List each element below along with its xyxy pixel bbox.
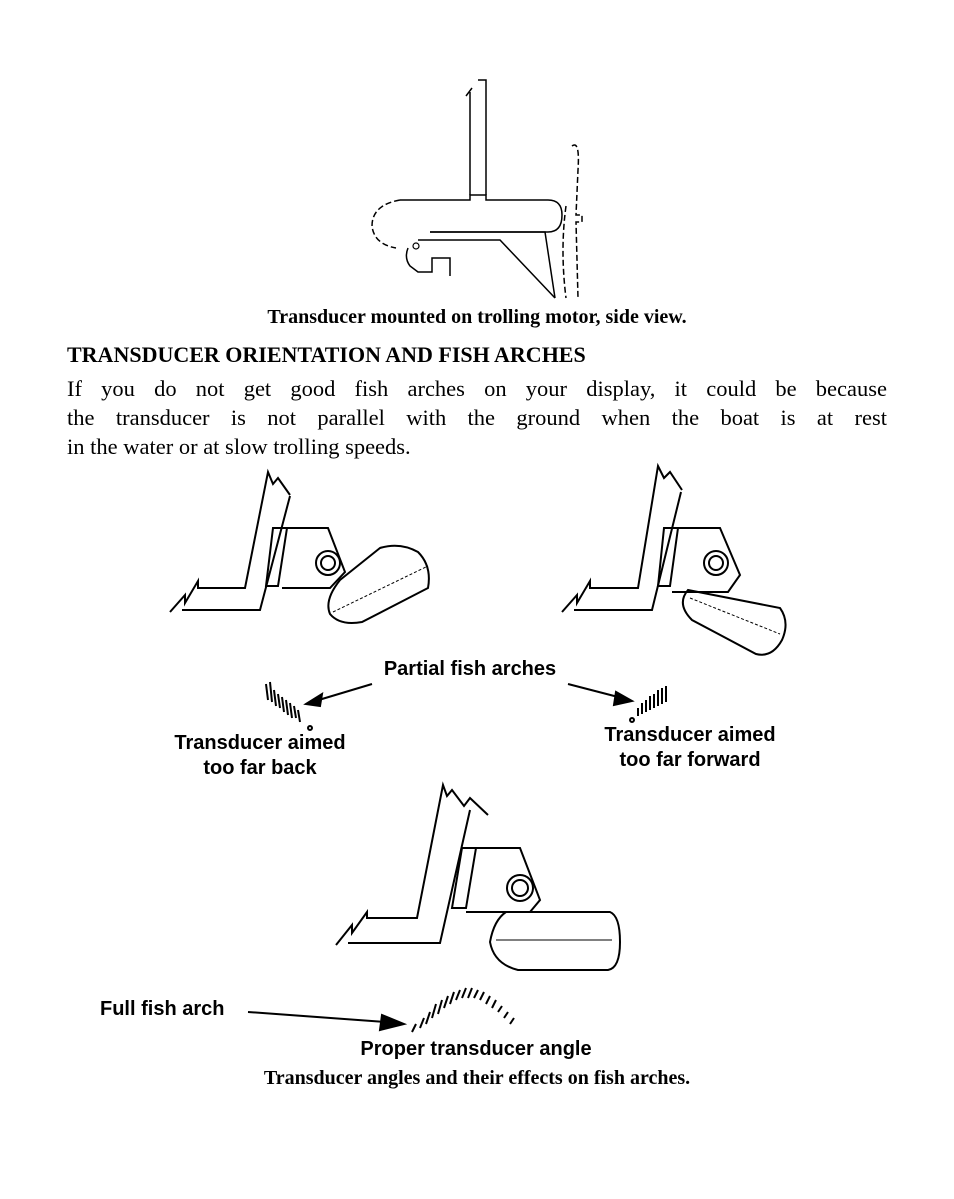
transducer-proper-angle bbox=[335, 781, 622, 971]
full-arch-arrow bbox=[247, 1011, 408, 1032]
partial-arches-arrows bbox=[303, 683, 635, 708]
section-paragraph: If you do not get good fish arches on yo… bbox=[67, 374, 887, 461]
figure1-caption: Transducer mounted on trolling motor, si… bbox=[267, 306, 687, 328]
partial-arches-label: Partial fish arches bbox=[383, 658, 557, 680]
aimed-back-line2: too far back bbox=[203, 757, 317, 779]
section-heading: TRANSDUCER ORIENTATION AND FISH ARCHES bbox=[67, 342, 586, 367]
full-arch-mark bbox=[411, 987, 515, 1033]
partial-arch-back-mark bbox=[265, 681, 313, 731]
transducer-aimed-forward bbox=[561, 462, 787, 656]
proper-angle-label: Proper transducer angle bbox=[360, 1038, 592, 1060]
aimed-forward-line2: too far forward bbox=[619, 749, 761, 771]
aimed-back-line1: Transducer aimed bbox=[174, 732, 346, 754]
figure2-caption: Transducer angles and their effects on f… bbox=[263, 1067, 691, 1089]
aimed-forward-label: Transducer aimed too far forward bbox=[570, 723, 810, 773]
paragraph-line: the transducer is not parallel with the … bbox=[67, 405, 887, 430]
aimed-forward-line1: Transducer aimed bbox=[604, 724, 776, 746]
transducer-aimed-back bbox=[169, 468, 430, 624]
paragraph-line: in the water or at slow trolling speeds. bbox=[67, 434, 411, 459]
partial-arch-forward-mark bbox=[629, 686, 667, 723]
aimed-back-label: Transducer aimed too far back bbox=[140, 731, 380, 781]
full-arch-label: Full fish arch bbox=[100, 998, 225, 1020]
paragraph-line: If you do not get good fish arches on yo… bbox=[67, 376, 887, 401]
